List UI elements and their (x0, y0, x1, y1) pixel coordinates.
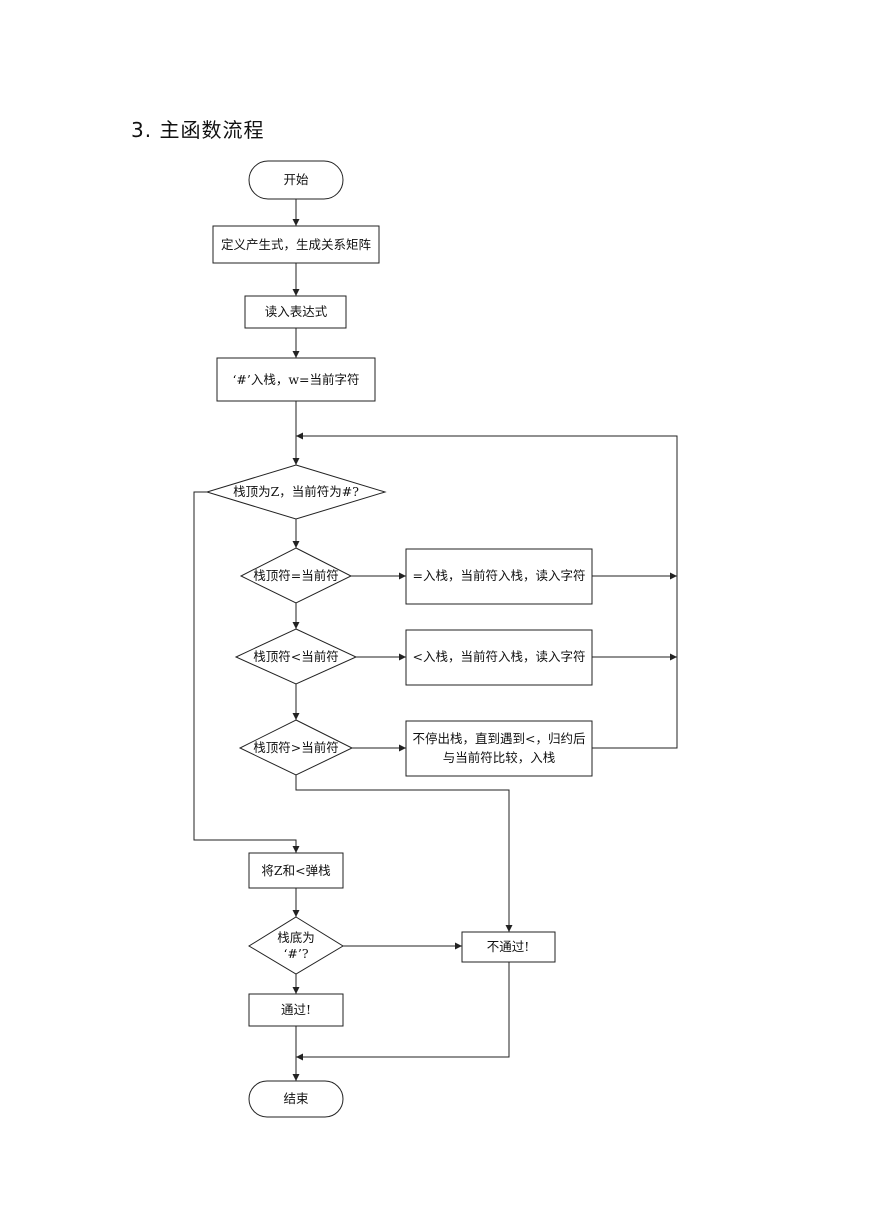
node-cond-bottom-label-line1: 栈底为 (277, 930, 315, 945)
node-push-hash-label: ‘#’入栈，w=当前字符 (232, 372, 359, 387)
node-cond-top-z-label: 栈顶为Z，当前符为#? (233, 484, 359, 499)
node-cond-lt: 栈顶符<当前符 (234, 628, 358, 685)
node-end: 结束 (248, 1080, 344, 1118)
node-act-eq-label: =入栈，当前符入栈，读入字符 (413, 568, 586, 583)
node-read-expr: 读入表达式 (244, 295, 347, 329)
node-act-gt-label-line1: 不停出栈，直到遇到<，归约后 (413, 731, 586, 746)
node-cond-lt-label: 栈顶符<当前符 (253, 649, 338, 664)
node-cond-gt-label: 栈顶符>当前符 (253, 740, 338, 755)
node-cond-eq-label: 栈顶符=当前符 (253, 568, 338, 583)
node-fail: 不通过! (461, 931, 556, 963)
node-pop-z: 将Z和<弹栈 (248, 852, 344, 889)
node-pass-label: 通过! (281, 1002, 311, 1017)
node-act-lt: <入栈，当前符入栈，读入字符 (405, 629, 593, 686)
edge-fail-end (296, 962, 510, 1061)
section-heading: 3. 主函数流程 (131, 118, 265, 142)
node-cond-gt: 栈顶符>当前符 (238, 719, 354, 776)
node-act-gt: 不停出栈，直到遇到<，归约后 与当前符比较，入栈 (405, 720, 593, 777)
node-end-label: 结束 (283, 1091, 309, 1106)
node-define: 定义产生式，生成关系矩阵 (212, 225, 380, 264)
node-cond-bottom-label-line2: ‘#’? (283, 946, 308, 961)
node-act-gt-label-line2: 与当前符比较，入栈 (443, 750, 556, 765)
node-pass: 通过! (248, 993, 344, 1027)
node-start-label: 开始 (283, 172, 309, 187)
node-cond-eq: 栈顶符=当前符 (239, 547, 353, 604)
edge-top-pop (193, 491, 300, 853)
node-pop-z-label: 将Z和<弹栈 (261, 863, 330, 878)
node-fail-label: 不通过! (487, 939, 530, 954)
edge-gt-fail (295, 775, 513, 932)
node-act-eq: =入栈，当前符入栈，读入字符 (405, 548, 593, 605)
node-start: 开始 (248, 160, 344, 200)
node-cond-bottom: 栈底为 ‘#’? (248, 916, 344, 975)
node-act-lt-label: <入栈，当前符入栈，读入字符 (413, 649, 586, 664)
connectors (193, 199, 678, 1081)
node-read-expr-label: 读入表达式 (265, 304, 328, 319)
node-push-hash: ‘#’入栈，w=当前字符 (216, 357, 376, 402)
node-define-label: 定义产生式，生成关系矩阵 (221, 237, 372, 252)
node-cond-top-z: 栈顶为Z，当前符为#? (205, 464, 387, 520)
edge-loop-back (296, 432, 678, 749)
